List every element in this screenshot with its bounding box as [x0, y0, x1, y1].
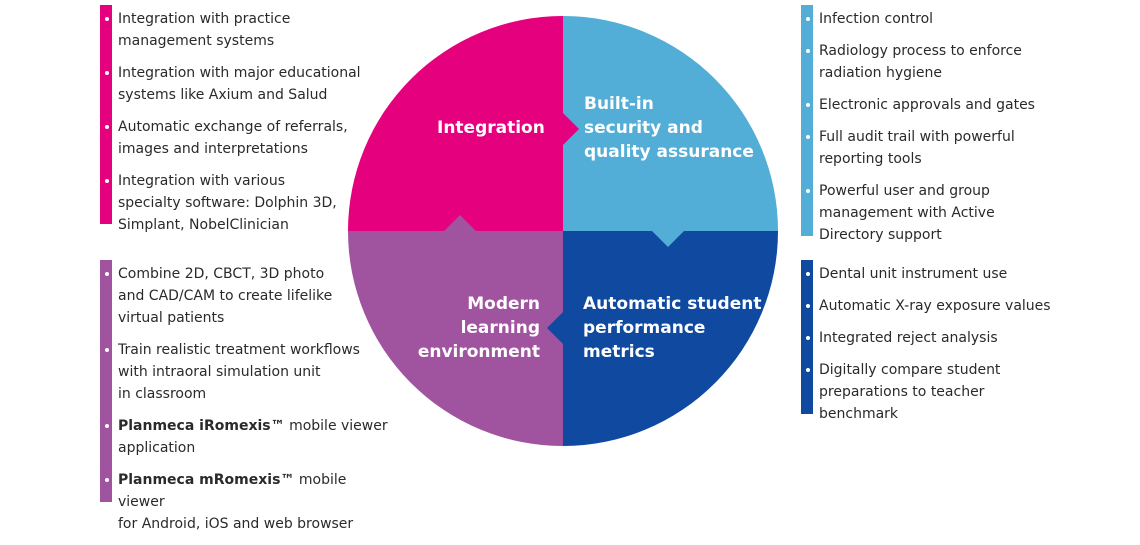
label-line: metrics — [583, 342, 655, 362]
list-item: Dental unit instrument use — [806, 263, 1051, 285]
label-line: quality assurance — [584, 142, 754, 162]
arrow-security-to-metrics — [652, 231, 684, 247]
quadrant-security — [563, 16, 778, 231]
list-item: Automatic X-ray exposure values — [806, 295, 1051, 317]
label-metrics: Automatic student performance metrics — [583, 292, 761, 364]
label-line: Modern learning — [460, 294, 540, 338]
quadrant-diagram — [348, 16, 778, 446]
label-security: Built-in security and quality assurance — [584, 92, 754, 164]
bar-integration — [100, 5, 112, 224]
list-item: Automatic exchange of referrals,images a… — [105, 116, 361, 160]
list-item: Integrated reject analysis — [806, 327, 1051, 349]
label-line: Integration — [437, 118, 545, 138]
label-line: Built-in — [584, 94, 654, 114]
bar-security — [801, 5, 813, 236]
bar-learning — [100, 260, 112, 502]
label-line: security and — [584, 118, 703, 138]
label-integration: Integration — [437, 116, 545, 140]
label-line: performance — [583, 318, 706, 338]
product-name: Planmeca iRomexis™ — [118, 418, 285, 434]
list-item: Infection control — [806, 8, 1035, 30]
arrow-integration-to-security — [563, 113, 579, 145]
label-line: environment — [417, 342, 540, 362]
quadrant-metrics — [563, 231, 778, 446]
arrow-learning-to-integration — [444, 215, 476, 231]
label-learning: Modern learning environment — [388, 292, 540, 364]
product-name: Planmeca mRomexis™ — [118, 472, 295, 488]
quadrant-integration — [348, 16, 563, 231]
list-item: Electronic approvals and gates — [806, 94, 1035, 116]
arrow-metrics-to-learning — [547, 312, 563, 344]
label-line: Automatic student — [583, 294, 762, 314]
quadrant-learning — [348, 231, 563, 446]
